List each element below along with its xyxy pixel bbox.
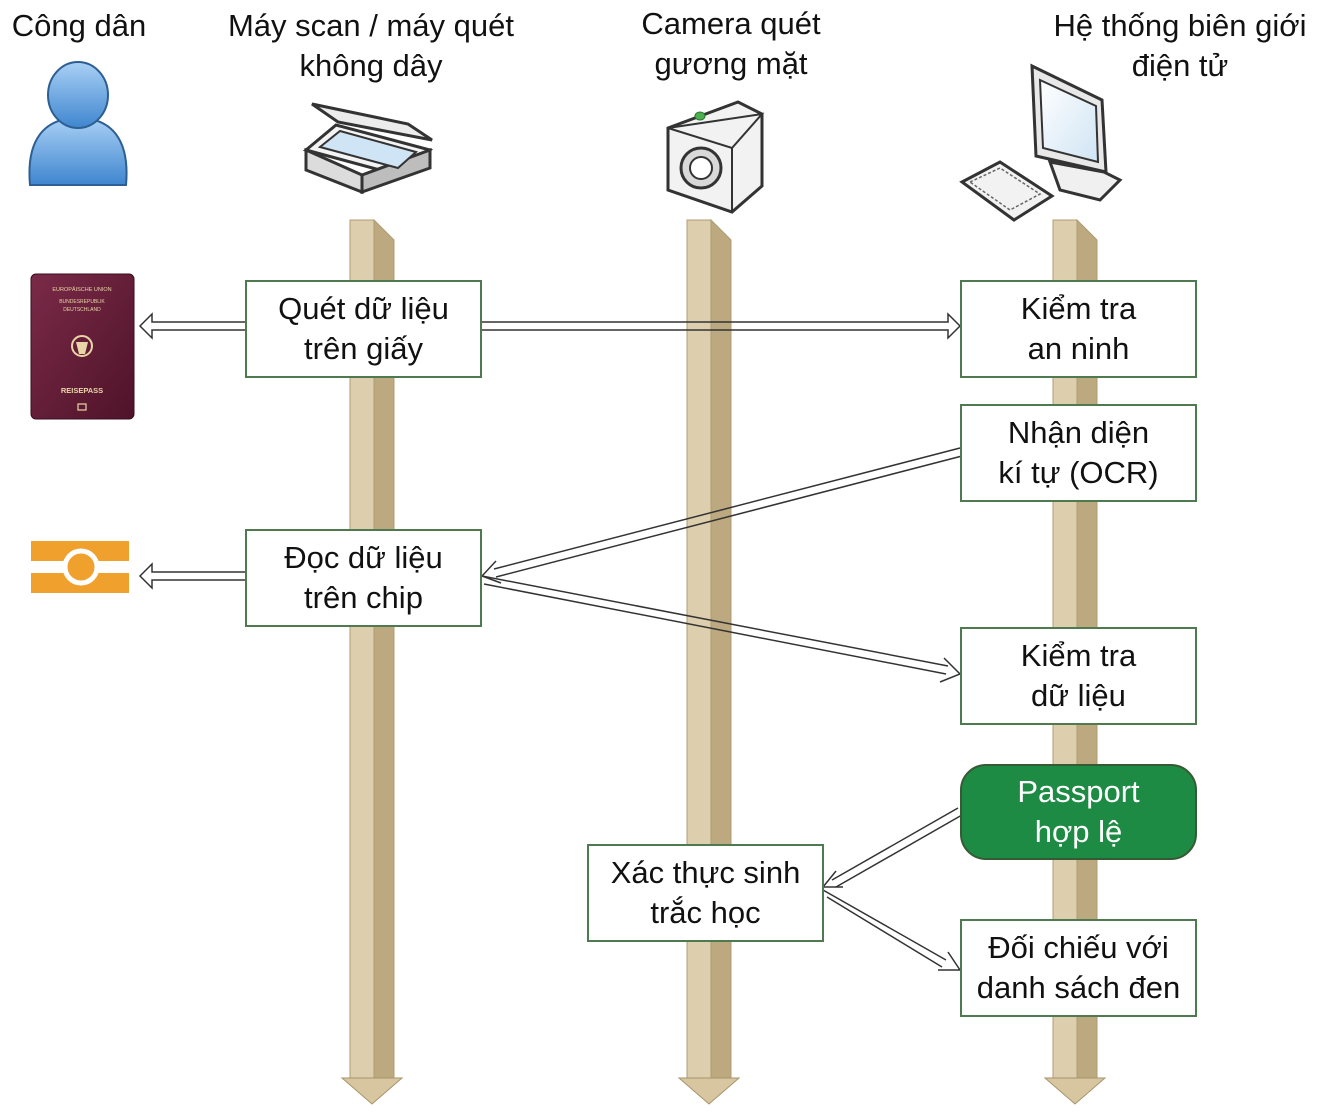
step-blacklist-check: Đối chiếu với danh sách đen (960, 919, 1197, 1017)
step-passport-valid: Passport hợp lệ (960, 764, 1197, 860)
scanner-icon (302, 102, 434, 195)
column-title-citizen: Công dân (11, 8, 147, 43)
chip-card-icon (31, 541, 129, 593)
column-title-scanner: Máy scan / máy quét không dây (227, 8, 514, 83)
eagle-emblem-icon (71, 335, 93, 357)
passport-country-de-text: BUNDESREPUBLIK (59, 299, 105, 305)
passport-union-text: EUROPÄISCHE UNION (52, 286, 111, 293)
step-data-check: Kiểm tra dữ liệu (960, 627, 1197, 725)
arrow-chip-to-card (138, 562, 245, 590)
passport-chip-mark-icon (77, 403, 87, 411)
step-read-chip-data: Đọc dữ liệu trên chip (245, 529, 482, 627)
column-title-border-system: Hệ thống biên giới điện tử (1053, 8, 1307, 83)
camera-icon (666, 100, 765, 214)
lifeline-scanner (340, 218, 404, 1105)
arrow-scan-to-passport (138, 312, 245, 340)
step-scan-paper-data: Quét dữ liệu trên giấy (245, 280, 482, 378)
column-title-camera: Camera quét gương mặt (641, 6, 821, 81)
step-ocr: Nhận diện kí tự (OCR) (960, 404, 1197, 502)
step-biometric-verification: Xác thực sinh trắc học (587, 844, 824, 942)
arrow-biometric-to-blacklist (822, 889, 962, 971)
step-security-check: Kiểm tra an ninh (960, 280, 1197, 378)
passport-country-text: DEUTSCHLAND (63, 307, 101, 313)
passport-icon: EUROPÄISCHE UNION BUNDESREPUBLIK DEUTSCH… (30, 273, 135, 420)
passport-label-text: REISEPASS (61, 386, 103, 395)
person-icon (28, 61, 128, 186)
computer-icon (959, 63, 1123, 222)
lifeline-camera (677, 218, 741, 1105)
message-arrows (138, 312, 963, 971)
arrow-valid-to-biometric (821, 807, 963, 888)
